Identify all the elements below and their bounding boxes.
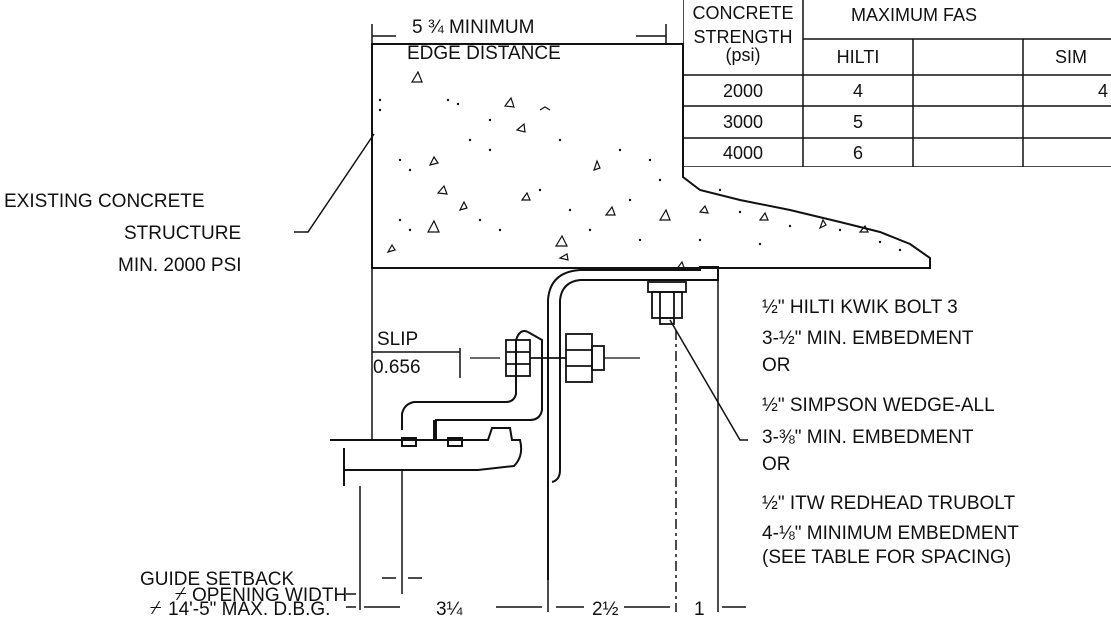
dimension-2-1-2: 2½ [592, 599, 619, 620]
max-dbg-arrow-icon: ⌿ [150, 598, 162, 619]
opening-width-arrow-icon: ⌿ [175, 584, 187, 605]
anchor-note: 4-⅛" MINIMUM EMBEDMENT [762, 523, 1019, 544]
slip-bolt [505, 333, 605, 383]
anchor-note: 3-½" MIN. EMBEDMENT [762, 328, 974, 349]
guide-setback-label: GUIDE SETBACK [140, 569, 295, 590]
max-dbg-label: 14'-5" MAX. D.B.G. [168, 599, 331, 620]
edge-distance-label-2: EDGE DISTANCE [407, 43, 561, 64]
existing-concrete-label-1: EXISTING CONCRETE [4, 191, 205, 212]
table-row-strength: 4000 [722, 143, 764, 163]
table-row-simpson: 4 [1098, 81, 1109, 101]
slip-value: 0.656 [373, 357, 421, 378]
table-row-hilti: 4 [852, 81, 863, 101]
fastener-spacing-table: CONCRETE STRENGTH (psi) MAXIMUM FAS HILT… [683, 0, 1111, 167]
table-grid [683, 0, 1111, 167]
guide-bracket [401, 330, 529, 430]
table-header-max-fastener: MAXIMUM FAS [851, 5, 978, 25]
dimension-3-1-4: 3¼ [436, 599, 463, 620]
slip-label: SLIP [377, 329, 419, 350]
table-row-hilti: 5 [852, 112, 863, 132]
anchor-note: OR [762, 355, 791, 376]
anchor-note: OR [762, 454, 791, 475]
anchor-note: 3-⅜" MIN. EMBEDMENT [762, 427, 974, 448]
table-row-hilti: 6 [852, 143, 863, 163]
anchor-note: (SEE TABLE FOR SPACING) [762, 547, 1012, 568]
table-row-strength: 2000 [722, 81, 764, 101]
anchor-bolt [647, 281, 687, 325]
anchor-note: ½" HILTI KWIK BOLT 3 [762, 297, 958, 318]
concrete-dots [378, 98, 902, 252]
edge-distance-label-1: 5 ¾ MINIMUM [412, 17, 535, 38]
existing-concrete-label-2: STRUCTURE [124, 223, 242, 244]
angle-bracket [547, 266, 719, 580]
concrete-aggregate [386, 70, 869, 271]
opening-width-label: OPENING WIDTH [192, 585, 348, 606]
existing-concrete-label-3: MIN. 2000 PSI [118, 255, 242, 276]
anchor-note: ½" SIMPSON WEDGE-ALL [762, 395, 995, 416]
table-row-strength: 3000 [722, 112, 764, 132]
anchor-note: ½" ITW REDHEAD TRUBOLT [762, 493, 1016, 514]
table-header-strength: STRENGTH (psi) [693, 27, 793, 65]
table-header-concrete: CONCRETE [692, 3, 794, 23]
dimension-1: 1 [694, 599, 705, 620]
door-guide [330, 420, 523, 486]
table-col-hilti: HILTI [836, 47, 880, 67]
table-col-simpson: SIM [1055, 47, 1088, 67]
